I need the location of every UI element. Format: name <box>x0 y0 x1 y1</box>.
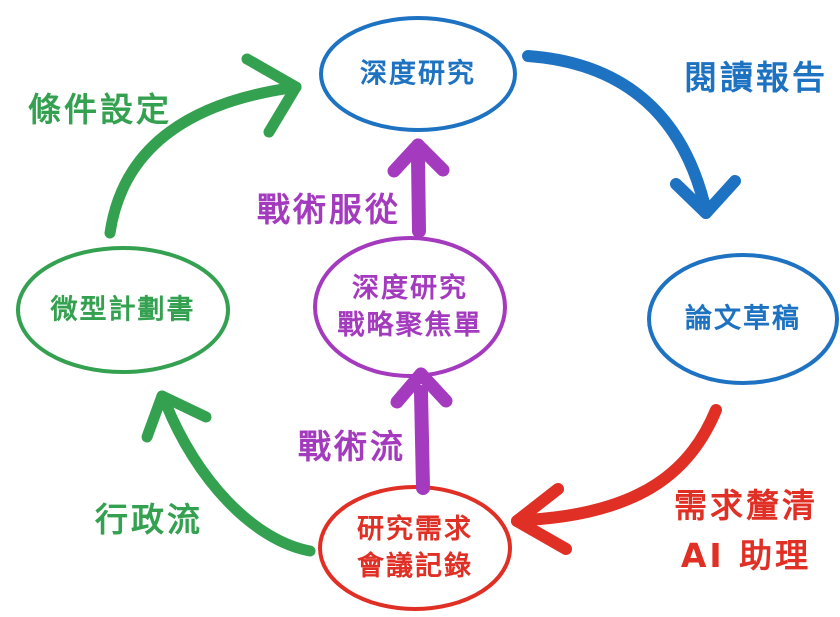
node-meeting-notes: 研究需求 會議記錄 <box>357 511 473 585</box>
node-meeting-notes-line2: 會議記錄 <box>357 551 473 582</box>
node-micro-proposal: 微型計劃書 <box>50 294 196 326</box>
arrow-tactical-obedience <box>387 138 450 238</box>
label-requirement-clarification: 需求釐清 AI 助理 <box>674 481 818 581</box>
node-ellipse-paper-draft <box>647 253 839 385</box>
node-strategic-focus: 深度研究 戰略聚焦單 <box>338 270 483 344</box>
arrow-admin-flow <box>141 390 316 557</box>
node-ellipse-deep-research <box>319 16 517 132</box>
node-strategic-focus-line2: 戰略聚焦單 <box>337 310 483 341</box>
label-tactical-obedience: 戰術服從 <box>257 190 401 229</box>
label-condition-setting: 條件設定 <box>28 90 172 129</box>
label-requirement-clarification-line2: AI 助理 <box>680 536 812 575</box>
node-ellipse-strategic-focus <box>313 236 507 378</box>
node-paper-draft: 論文草稿 <box>685 303 801 335</box>
arrow-requirement-clarification <box>511 404 722 555</box>
label-tactical-flow: 戰術流 <box>298 427 406 466</box>
node-ellipse-micro-proposal <box>16 246 230 374</box>
arrow-condition-setting <box>104 53 302 239</box>
label-read-report: 閱讀報告 <box>684 58 828 97</box>
node-strategic-focus-line1: 深度研究 <box>352 273 468 304</box>
arrow-read-report <box>522 50 741 219</box>
label-admin-flow: 行政流 <box>95 500 203 539</box>
node-meeting-notes-line1: 研究需求 <box>357 514 473 545</box>
arrow-tactical-flow <box>390 367 453 495</box>
node-deep-research: 深度研究 <box>360 58 476 90</box>
label-requirement-clarification-line1: 需求釐清 <box>674 486 818 525</box>
node-ellipse-meeting-notes <box>318 485 512 611</box>
